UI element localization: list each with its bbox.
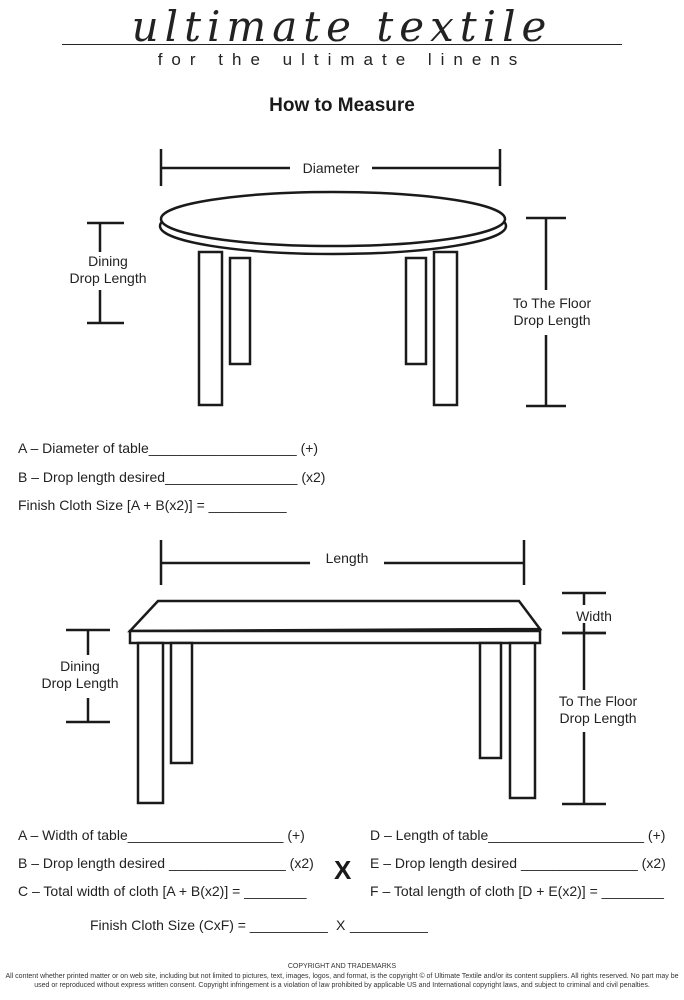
rect-finish-blank: __________ xyxy=(350,917,428,933)
rect-floor-label-line1: To The Floor xyxy=(558,693,638,709)
rect-formula-line-e: E – Drop length desired _______________ … xyxy=(370,855,666,871)
round-formula-line-b: B – Drop length desired_________________… xyxy=(18,469,326,485)
rect-formula-line-f: F – Total length of cloth [D + E(x2)] = … xyxy=(370,883,664,899)
brand-tagline: for the ultimate linens xyxy=(157,50,527,69)
rect-dining-label-line1: Dining xyxy=(60,658,100,674)
copyright-title: COPYRIGHT AND TRADEMARKS xyxy=(287,963,397,970)
round-floor-label-line1: To The Floor xyxy=(512,295,592,311)
rect-formula-line-a: A – Width of table____________________ (… xyxy=(18,827,305,843)
rect-formula-line-c: C – Total width of cloth [A + B(x2)] = _… xyxy=(18,883,307,899)
length-dimension xyxy=(159,540,526,585)
rect-formula-line-b: B – Drop length desired _______________ … xyxy=(18,855,314,871)
round-floor-label-line2: Drop Length xyxy=(513,312,591,328)
multiply-sign: X xyxy=(334,855,352,885)
logo-divider xyxy=(62,44,622,45)
rectangular-table-illustration xyxy=(127,599,543,805)
width-label: Width xyxy=(576,608,612,624)
rect-formula-line-d: D – Length of table____________________ … xyxy=(370,827,666,843)
page-title: How to Measure xyxy=(269,95,415,116)
rect-finish-x: X xyxy=(336,917,346,933)
rect-dining-label-line2: Drop Length xyxy=(41,675,119,691)
round-formula-finish: Finish Cloth Size [A + B(x2)] = ________… xyxy=(18,497,287,513)
length-label: Length xyxy=(325,550,369,566)
round-dining-label-line1: Dining xyxy=(88,253,128,269)
round-dining-drop-dimension xyxy=(87,221,124,325)
diameter-dimension xyxy=(159,149,502,186)
round-formula-line-a: A – Diameter of table___________________… xyxy=(18,440,319,456)
rect-floor-drop-dimension xyxy=(562,631,606,806)
copyright-body: All content whether printed matter or on… xyxy=(5,973,679,989)
brand-logo: ultimate textile xyxy=(131,2,553,51)
round-table-illustration xyxy=(158,190,508,407)
rect-finish-size: Finish Cloth Size (CxF) = __________ xyxy=(90,917,328,933)
round-dining-label-line2: Drop Length xyxy=(69,270,147,286)
round-floor-drop-dimension xyxy=(526,216,566,408)
diameter-label: Diameter xyxy=(302,160,360,176)
rect-dining-drop-dimension xyxy=(66,628,110,724)
rect-floor-label-line2: Drop Length xyxy=(559,710,637,726)
